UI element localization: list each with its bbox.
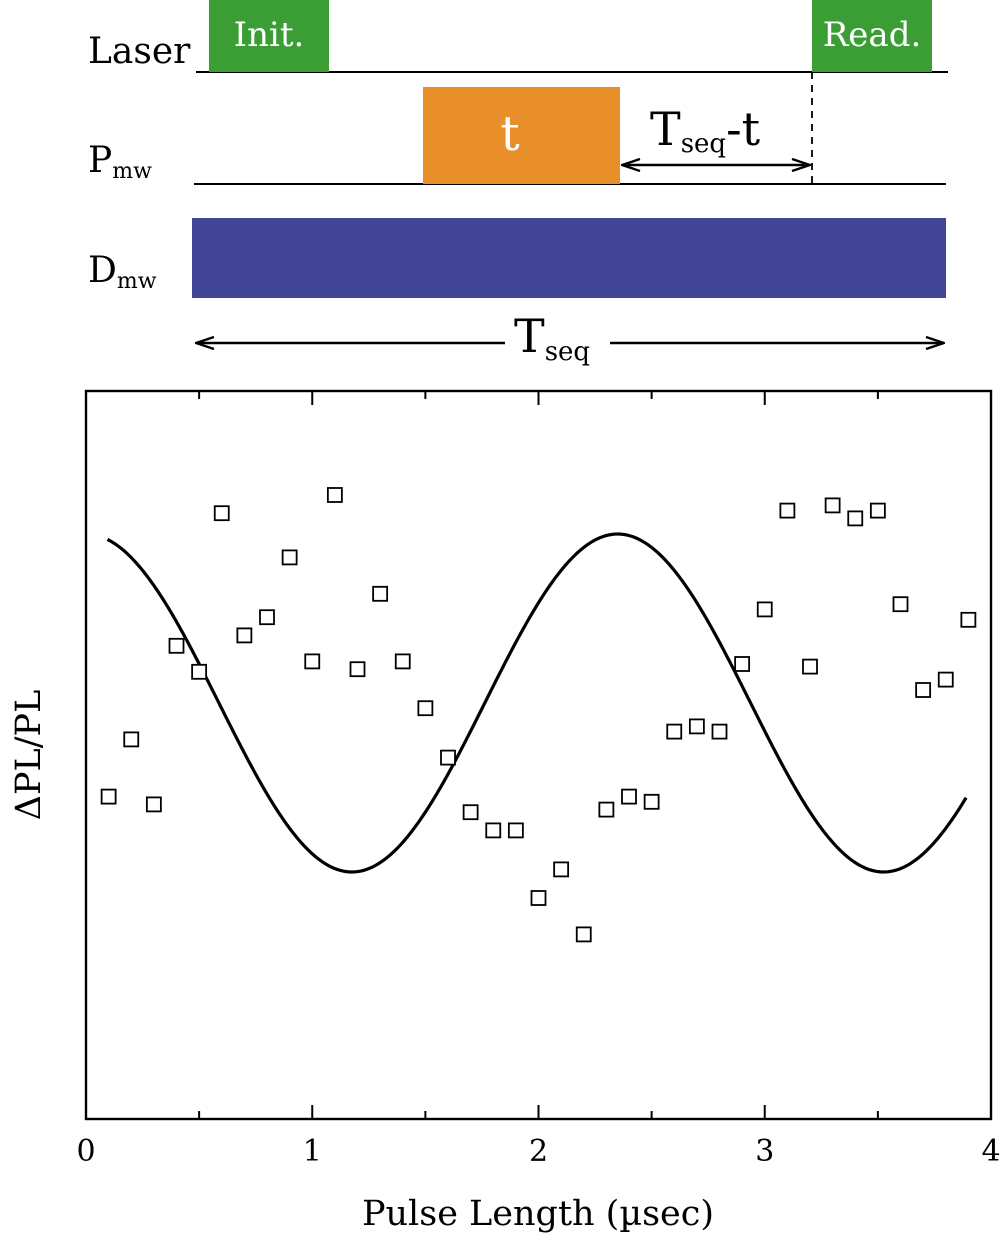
row-label-dmw-sub: mw [117, 269, 157, 294]
data-point-square [394, 653, 411, 670]
data-point-square [734, 656, 751, 672]
data-point-square [666, 723, 683, 740]
data-point-square [892, 596, 909, 613]
dmw-pulse [192, 218, 946, 298]
data-point-square [598, 801, 615, 818]
init-pulse [209, 0, 329, 72]
data-point-square [259, 609, 275, 626]
data-point-square [869, 502, 886, 519]
data-point-square [372, 585, 389, 602]
total-label-main: T [514, 309, 545, 363]
pmw-pulse [423, 87, 620, 184]
x-tick-label: 2 [529, 1134, 548, 1169]
row-label-pmw-main: P [88, 140, 112, 181]
data-point-square [349, 661, 366, 678]
data-point-square [643, 793, 660, 810]
x-axis-label: Pulse Length (µsec) [362, 1194, 714, 1233]
data-point-square [824, 497, 841, 514]
readout-pulse [812, 0, 932, 72]
data-point-square [960, 611, 977, 628]
total-label: Tseq [514, 309, 590, 367]
data-point-square [304, 653, 321, 670]
gap-label: Tseq-t [650, 102, 761, 159]
data-point-square [123, 731, 140, 748]
data-point-square [417, 700, 434, 717]
data-point-square [191, 663, 208, 680]
data-point-square [621, 788, 637, 805]
data-point-square [847, 510, 864, 527]
data-point-square [553, 861, 570, 878]
fit-curves [106, 532, 968, 874]
data-point-square [779, 502, 796, 519]
data-point-square [168, 637, 185, 654]
data-point-square [688, 718, 705, 735]
data-point-square [281, 549, 298, 566]
data-point-square [530, 890, 547, 906]
row-label-dmw-main: D [88, 250, 117, 291]
data-point-square [100, 788, 117, 805]
x-tick-label: 1 [303, 1134, 322, 1169]
chart: 0 1 2 3 4 Pulse Length (µsec) ΔPL/PL [9, 389, 1000, 1233]
gap-label-suffix: -t [726, 102, 761, 156]
total-label-sub: seq [545, 337, 590, 367]
row-label-pmw: Pmw [88, 140, 152, 184]
pulse-sequence-diagram: Laser Init. Read. Pmw t Tseq-t Dmw Tseq [88, 0, 948, 367]
x-tick-label: 4 [981, 1134, 1000, 1169]
plot-frame [84, 389, 993, 1121]
gap-label-sub: seq [681, 129, 726, 159]
data-point-square [326, 487, 343, 503]
init-pulse-label: Init. [234, 15, 305, 55]
data-point-square [575, 926, 592, 943]
row-label-dmw: Dmw [88, 250, 157, 294]
data-point-square [937, 671, 954, 688]
data-markers [100, 487, 977, 943]
pmw-pulse-label: t [500, 106, 519, 162]
data-point-square [145, 796, 162, 813]
data-point-square [236, 627, 253, 644]
row-label-pmw-sub: mw [112, 159, 152, 184]
data-point-square [462, 804, 479, 821]
data-point-square [440, 749, 456, 766]
x-axis-ticks: 0 1 2 3 4 [76, 391, 1000, 1169]
row-label-laser: Laser [88, 31, 191, 72]
data-point-square [485, 822, 502, 839]
data-point-square [711, 723, 728, 740]
readout-pulse-label: Read. [823, 15, 922, 55]
x-tick-label: 0 [76, 1134, 95, 1169]
data-point-square [213, 505, 230, 522]
fit-curve [106, 532, 968, 874]
data-point-square [802, 658, 818, 675]
x-tick-label: 3 [755, 1134, 774, 1169]
data-point-square [507, 822, 524, 839]
y-axis-label: ΔPL/PL [9, 690, 49, 821]
data-point-square [756, 601, 773, 618]
gap-label-main: T [650, 102, 681, 156]
data-point-square [915, 682, 932, 698]
